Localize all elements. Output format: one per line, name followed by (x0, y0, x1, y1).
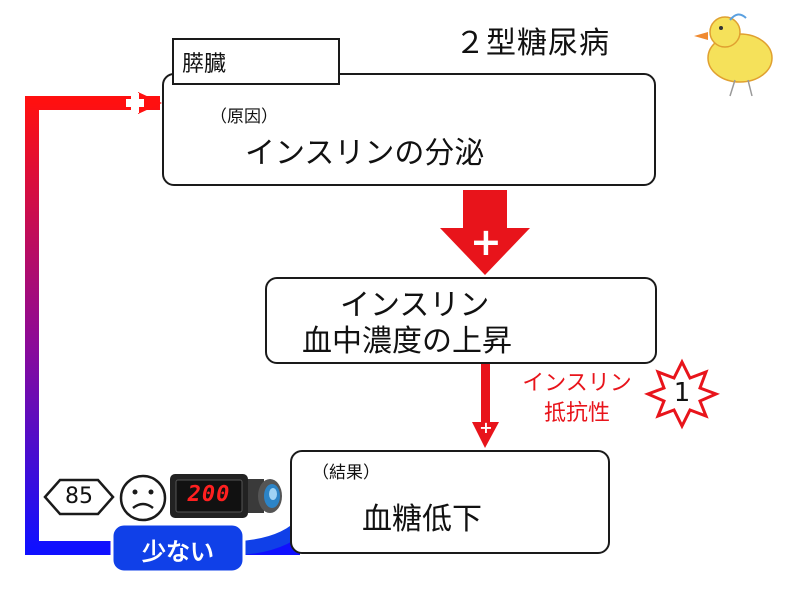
loop-plus-icon (124, 93, 146, 113)
concentration-line2: 血中濃度の上昇 (302, 324, 512, 359)
result-note: （結果） (312, 463, 380, 483)
meter-icon (170, 474, 282, 518)
resistance-line2: 抵抗性 (543, 401, 610, 426)
value-hexagon (43, 478, 115, 516)
sad-face-icon (119, 474, 167, 522)
organ-tag: 膵臓 (172, 38, 340, 85)
result-box (290, 450, 610, 554)
page-title: ２型糖尿病 (455, 26, 610, 61)
cause-box (162, 73, 656, 186)
duck-icon (694, 13, 773, 97)
burst-badge-icon (644, 358, 720, 430)
concentration-line1: インスリン (340, 288, 490, 323)
concentration-box (265, 277, 657, 364)
big-arrow-plus: + (470, 220, 502, 264)
thin-arrow-plus: + (479, 418, 493, 437)
meter-display: 200 (187, 482, 231, 507)
glucose-value: 85 (65, 484, 93, 509)
feedback-label-pill (110, 522, 246, 574)
feedback-label: 少ない (142, 538, 214, 566)
big-down-arrow-icon (440, 190, 530, 275)
resistance-badge-number: 1 (673, 378, 691, 408)
thin-down-arrow-icon (472, 364, 499, 448)
cause-text: インスリンの分泌 (245, 136, 485, 171)
result-text: 血糖低下 (362, 502, 482, 537)
cause-note: （原因） (210, 107, 278, 127)
resistance-line1: インスリン (522, 371, 632, 396)
